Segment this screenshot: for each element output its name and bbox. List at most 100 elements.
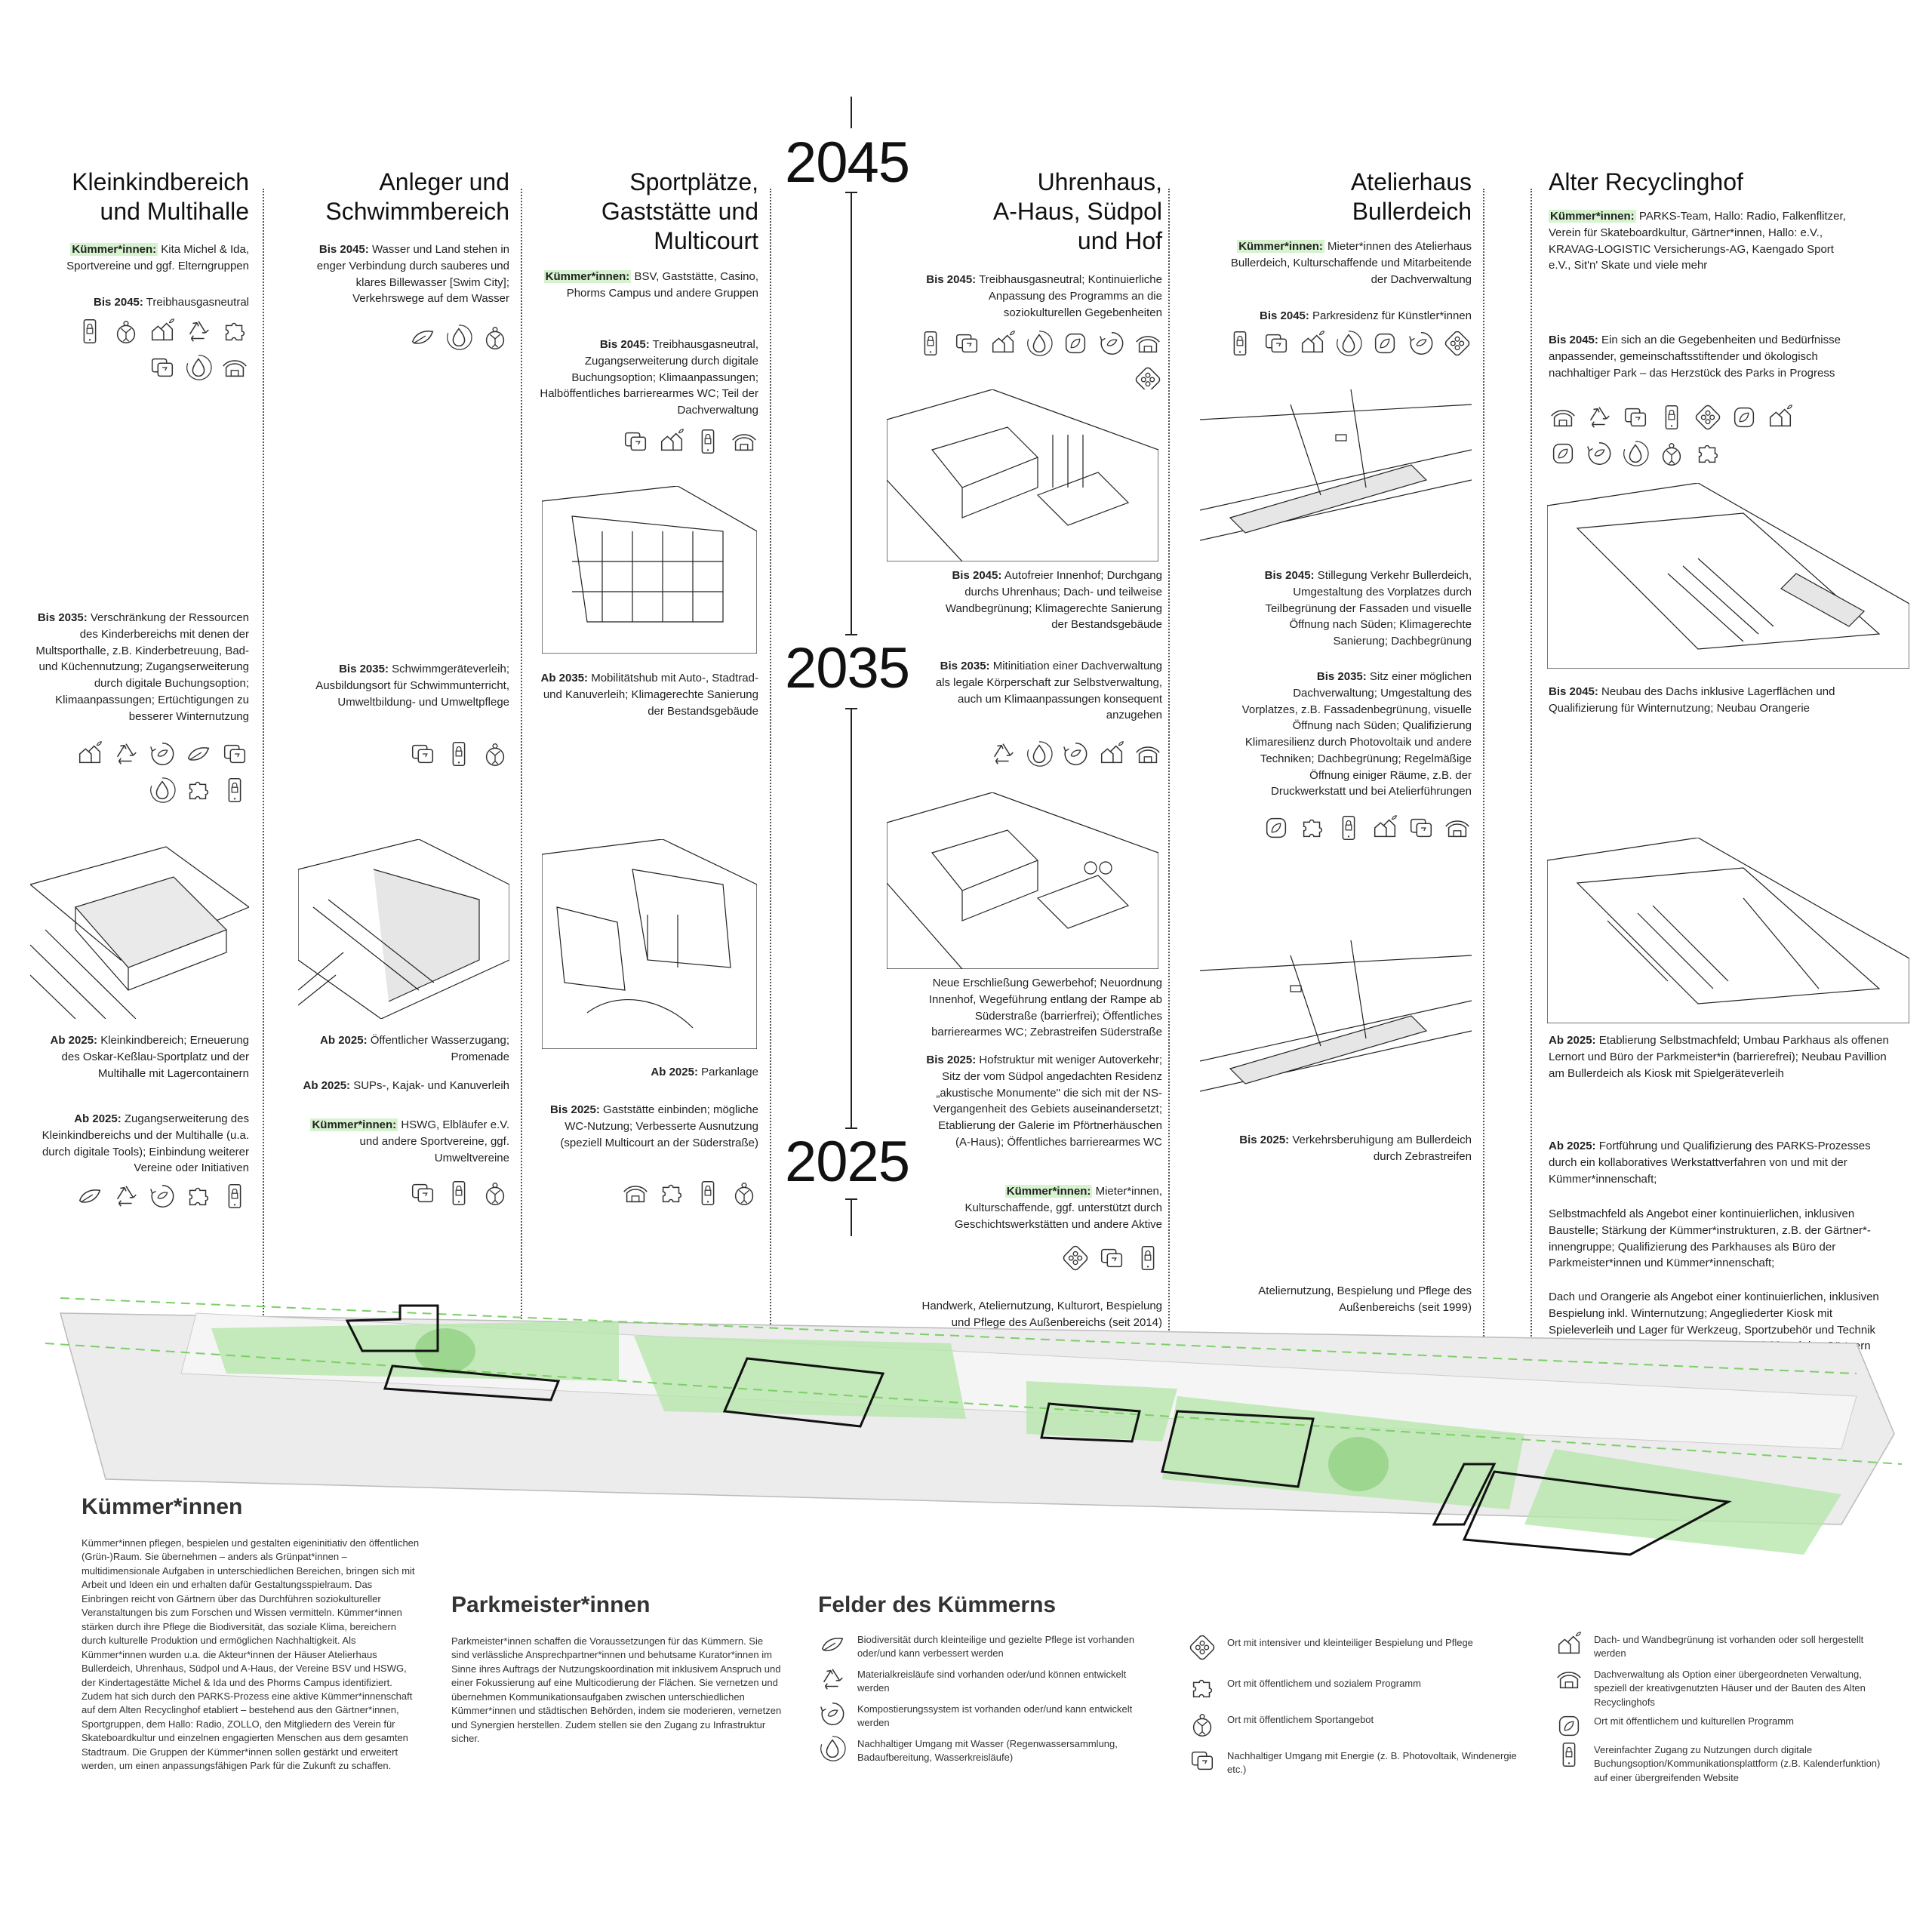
dotted-connector-c4 <box>1168 189 1170 1426</box>
intensive-use-icon <box>1188 1633 1217 1662</box>
axonometric-drawing-c5-2045 <box>1200 389 1472 561</box>
legend-parkmeister-text: Parkmeister*innen schaffen die Vorausset… <box>451 1635 782 1745</box>
legend-item-culture: Ort mit öffentlichem und kulturellen Pro… <box>1555 1712 1887 1740</box>
site-plan-strip <box>45 1268 1909 1585</box>
roof-admin-icon <box>220 353 249 382</box>
compost-icon <box>148 740 177 768</box>
energy-icon <box>1188 1746 1217 1775</box>
energy-icon <box>952 329 981 358</box>
compost-icon <box>818 1700 847 1728</box>
energy-icon <box>408 740 437 768</box>
legend-kuemmerer-title: Kümmer*innen <box>82 1494 243 1519</box>
milestone-2025a: Ab 2025: Kleinkindbereich; Erneuerung de… <box>50 1034 250 1080</box>
column-title: Anleger und Schwimmbereich <box>325 168 509 226</box>
digital-access-icon <box>220 1182 249 1211</box>
water-icon <box>1025 740 1054 768</box>
social-program-icon <box>184 1182 213 1211</box>
greening-icon <box>989 329 1017 358</box>
dotted-connector-c5 <box>1483 189 1484 1472</box>
icon-row <box>358 1179 509 1208</box>
digital-access-icon <box>694 1179 722 1208</box>
biodiversity-icon <box>818 1630 847 1659</box>
milestone-2025b: Bis 2025: Gaststätte einbinden; mögliche… <box>549 1103 758 1149</box>
water-icon <box>148 776 177 804</box>
icon-row <box>358 323 509 352</box>
sport-icon <box>481 323 509 352</box>
legend-kuemmerer-text: Kümmer*innen pflegen, bespielen und gest… <box>82 1537 420 1772</box>
year-2045: 2045 <box>785 131 910 195</box>
timeline-tick <box>845 708 857 709</box>
greening-icon <box>1097 740 1126 768</box>
culture-icon <box>1262 814 1291 842</box>
greening-icon <box>657 427 686 456</box>
milestone-2035: Bis 2035: Verschränkung der Ressourcen d… <box>35 611 249 723</box>
legend-item-digital: Vereinfachter Zugang zu Nutzungen durch … <box>1555 1740 1887 1785</box>
biodiversity-icon <box>184 740 213 768</box>
icon-row <box>577 427 758 456</box>
kuemmerer-text: Kümmer*innen: BSV, Gaststätte, Casino, P… <box>543 270 758 300</box>
paragraph-2: Selbstmachfeld als Angebot einer kontinu… <box>1549 1208 1871 1270</box>
milestone-2045: Bis 2045: Treibhausgasneutral, Zugangser… <box>540 338 758 417</box>
roof-admin-icon <box>1549 403 1577 432</box>
icon-row <box>1200 814 1472 842</box>
recycle-icon <box>989 740 1017 768</box>
digital-access-icon <box>916 329 945 358</box>
legend-item-water: Nachhaltiger Umgang mit Wasser (Regenwas… <box>818 1734 1150 1765</box>
axonometric-drawing-c2-2025 <box>298 839 509 1019</box>
icon-row <box>936 740 1162 768</box>
legend-item-biodiversity: Biodiversität durch kleinteilige und gez… <box>818 1630 1150 1661</box>
kuemmerer-text: Kümmer*innen: Mieter*innen, Kulturschaff… <box>954 1185 1162 1231</box>
digital-access-icon <box>75 317 104 346</box>
sport-icon <box>112 317 140 346</box>
social-program-icon <box>220 317 249 346</box>
milestone-2025a: Ab 2025: Öffentlicher Wasserzugang; Prom… <box>320 1034 509 1063</box>
legend-item-compost: Kompostierungssystem ist vorhanden oder/… <box>818 1700 1150 1730</box>
timeline-tick <box>845 634 857 635</box>
timeline-tick <box>845 192 857 193</box>
culture-icon <box>1730 403 1758 432</box>
roof-admin-icon <box>621 1179 650 1208</box>
biodiversity-icon <box>75 1182 104 1211</box>
timeline-line-bottom <box>851 1198 852 1236</box>
sport-icon <box>1188 1710 1217 1739</box>
sport-icon <box>481 1179 509 1208</box>
axonometric-drawing-c1-2025 <box>30 839 249 1019</box>
intensive-use-icon <box>1694 403 1722 432</box>
recycle-icon <box>818 1665 847 1694</box>
axonometric-drawing-c4-2045 <box>887 389 1158 561</box>
milestone-2045: Bis 2045: Treibhausgasneutral; Kontinuie… <box>926 273 1162 319</box>
digital-access-icon <box>1334 814 1363 842</box>
digital-access-icon <box>1555 1740 1583 1769</box>
social-program-icon <box>657 1179 686 1208</box>
social-program-icon <box>1298 814 1327 842</box>
year-2025: 2025 <box>785 1130 910 1194</box>
milestone-2025b: Ab 2025: Zugangserweiterung des Kleinkin… <box>42 1112 249 1175</box>
energy-icon <box>621 427 650 456</box>
milestone-2025a: Ab 2025: Parkanlage <box>651 1066 758 1078</box>
axonometric-drawing-c3-2035 <box>542 486 757 654</box>
icon-row <box>577 1179 758 1208</box>
roof-admin-icon <box>730 427 758 456</box>
water-icon <box>818 1734 847 1763</box>
milestone-2035: Ab 2035: Mobilitätshub mit Auto-, Stadtr… <box>540 672 758 718</box>
milestone-2045b: Bis 2045: Stillegung Verkehr Bullerdeich… <box>1264 569 1472 648</box>
digital-access-icon <box>220 776 249 804</box>
timeline-line-2035-2025 <box>851 708 852 1129</box>
axonometric-drawing-c4-2035 <box>887 792 1158 969</box>
milestone-2025: Bis 2025: Verkehrsberuhigung am Bullerde… <box>1239 1134 1472 1163</box>
dotted-connector-c6 <box>1531 189 1532 1502</box>
sport-icon <box>730 1179 758 1208</box>
kuemmerer-text: Kümmer*innen: HSWG, Elbläufer e.V. und a… <box>310 1118 509 1164</box>
intensive-use-icon <box>1443 329 1472 358</box>
legend-item-social: Ort mit öffentlichem und sozialem Progra… <box>1188 1674 1520 1703</box>
greening-icon <box>1371 814 1399 842</box>
axonometric-drawing-c5-2025 <box>1200 940 1472 1121</box>
year-2035: 2035 <box>785 636 910 700</box>
milestone-2045: Bis 2045: Parkresidenz für Künstler*inne… <box>1260 309 1472 322</box>
kuemmerer-text: Kümmer*innen: Mieter*innen des Atelierha… <box>1230 240 1472 286</box>
greening-icon <box>1298 329 1327 358</box>
legend-parkmeister-title: Parkmeister*innen <box>451 1592 651 1617</box>
milestone-2045b: Bis 2045: Autofreier Innenhof; Durchgang… <box>945 569 1162 632</box>
icon-row <box>53 740 249 804</box>
recycle-icon <box>184 317 213 346</box>
